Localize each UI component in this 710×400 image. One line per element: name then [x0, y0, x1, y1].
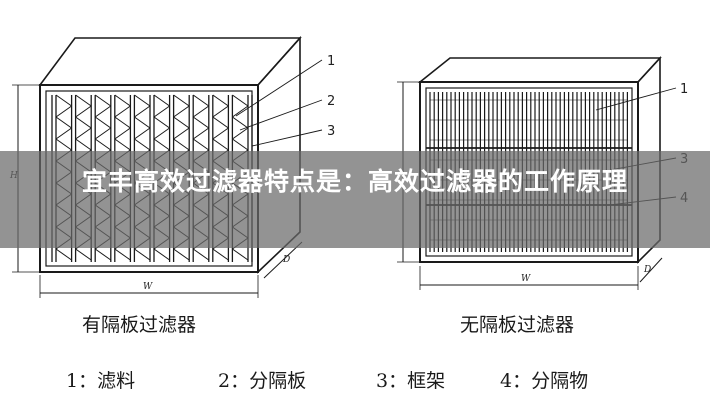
media-line — [232, 116, 249, 129]
media-line — [173, 127, 190, 140]
left-dim-d-label: D — [282, 255, 290, 265]
media-line — [75, 94, 92, 107]
media-line — [114, 127, 131, 140]
banner-title: 宜丰高效过滤器特点是：高效过滤器的工作原理 — [81, 167, 628, 196]
media-line — [212, 116, 229, 129]
media-line — [134, 248, 151, 261]
media-line — [134, 105, 151, 118]
media-line — [114, 105, 131, 118]
media-line — [55, 248, 72, 261]
media-line — [232, 248, 249, 261]
right-depth-dimension — [639, 257, 663, 283]
left-top-face — [38, 37, 302, 86]
right-top-face — [417, 57, 662, 83]
media-line — [192, 116, 210, 129]
left-filter-caption: 有隔板过滤器 — [82, 314, 197, 336]
media-line — [173, 116, 190, 129]
left-depth-dimension — [263, 241, 303, 279]
media-line — [94, 105, 112, 118]
media-line — [94, 116, 112, 129]
media-line — [212, 138, 229, 151]
media-line — [232, 127, 249, 140]
left-dim-w-label: W — [143, 282, 153, 292]
media-line — [134, 127, 151, 140]
media-line — [212, 248, 229, 261]
right-callout-1: 1 — [680, 82, 688, 97]
media-line — [173, 105, 190, 118]
media-line — [153, 248, 170, 261]
media-line — [114, 138, 131, 151]
media-line — [212, 94, 229, 107]
media-line — [173, 138, 190, 151]
media-line — [75, 138, 92, 151]
media-line — [212, 105, 229, 118]
media-line — [114, 116, 131, 129]
media-line — [192, 94, 210, 107]
media-line — [114, 248, 131, 261]
media-line — [173, 248, 190, 261]
legend-item-4: 4：分隔物 — [500, 370, 589, 392]
media-line — [212, 127, 229, 140]
legend-item-1: 1：滤料 — [66, 370, 136, 392]
media-line — [55, 94, 72, 107]
media-line — [55, 116, 72, 129]
media-line — [94, 248, 112, 261]
media-line — [153, 105, 170, 118]
left-callout-leader-3 — [251, 129, 323, 147]
left-callout-leader-1 — [235, 59, 323, 117]
media-line — [153, 94, 170, 107]
media-line — [94, 127, 112, 140]
media-line — [134, 116, 151, 129]
media-line — [94, 138, 112, 151]
media-line — [134, 138, 151, 151]
media-line — [94, 94, 112, 107]
media-line — [55, 127, 72, 140]
media-line — [232, 138, 249, 151]
media-line — [55, 138, 72, 151]
right-dim-w-label: W — [521, 274, 531, 284]
media-line — [75, 116, 92, 129]
media-line — [192, 248, 210, 261]
media-line — [114, 94, 131, 107]
right-dim-d-label: D — [643, 265, 651, 275]
media-line — [173, 94, 190, 107]
media-line — [192, 105, 210, 118]
title-banner: 宜丰高效过滤器特点是：高效过滤器的工作原理 — [0, 151, 710, 248]
left-callout-1: 1 — [327, 54, 335, 69]
legend-item-3: 3：框架 — [376, 370, 446, 392]
media-line — [75, 127, 92, 140]
media-line — [232, 94, 249, 107]
right-filter-caption: 无隔板过滤器 — [460, 314, 575, 336]
media-line — [153, 116, 170, 129]
left-callout-2: 2 — [327, 94, 335, 109]
media-line — [75, 105, 92, 118]
media-line — [153, 127, 170, 140]
media-line — [153, 138, 170, 151]
media-line — [192, 138, 210, 151]
legend-item-2: 2：分隔板 — [218, 370, 307, 392]
media-line — [55, 105, 72, 118]
media-line — [232, 105, 249, 118]
media-line — [134, 94, 151, 107]
left-callout-leader-2 — [239, 99, 323, 131]
media-line — [75, 248, 92, 261]
left-callout-3: 3 — [327, 124, 335, 139]
right-callout-leader-1 — [595, 87, 677, 111]
media-line — [192, 127, 210, 140]
